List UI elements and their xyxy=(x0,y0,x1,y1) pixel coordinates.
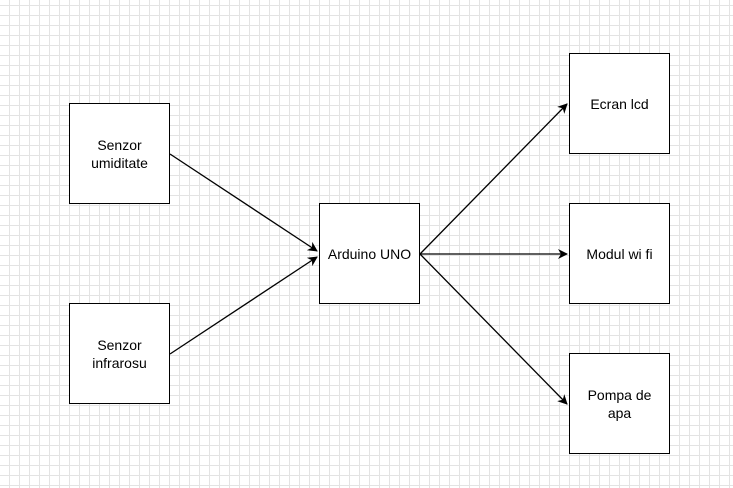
node-ecran-lcd[interactable]: Ecran lcd xyxy=(569,53,670,154)
node-modul-wifi[interactable]: Modul wi fi xyxy=(569,203,670,304)
edge-arduino-uno-to-pompa-de-apa[interactable] xyxy=(419,253,568,405)
node-senzor-umiditate[interactable]: Senzor umiditate xyxy=(69,103,170,204)
edge-arduino-uno-to-ecran-lcd[interactable] xyxy=(419,103,568,255)
node-arduino-uno[interactable]: Arduino UNO xyxy=(319,203,420,304)
edge-senzor-infrarosu-to-arduino-uno[interactable] xyxy=(169,256,318,355)
node-pompa-de-apa[interactable]: Pompa de apa xyxy=(569,353,670,454)
node-senzor-infrarosu[interactable]: Senzor infrarosu xyxy=(69,303,170,404)
edge-senzor-umiditate-to-arduino-uno[interactable] xyxy=(169,153,318,252)
